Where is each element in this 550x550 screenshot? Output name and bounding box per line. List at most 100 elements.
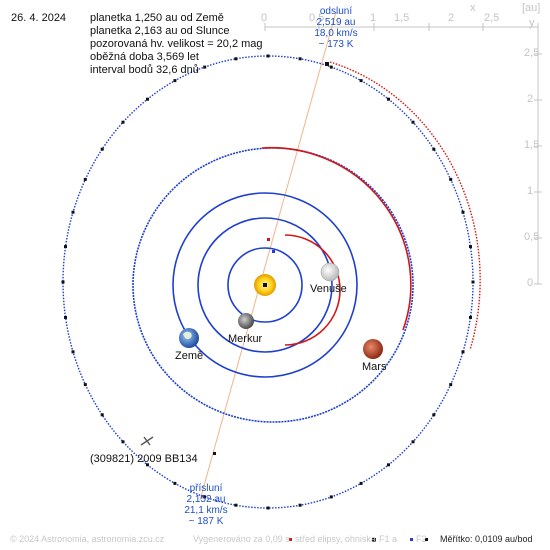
orbit-point — [100, 147, 104, 151]
orbit-point — [411, 440, 415, 444]
legend-center-label: střed elipsy, ohniska — [295, 534, 376, 544]
perihelion-distance: 2,152 au — [186, 494, 226, 505]
orbit-point — [71, 350, 75, 354]
venus-label: Venuše — [310, 283, 347, 295]
orbit-point — [64, 315, 67, 319]
asteroid-orbit-points — [61, 54, 475, 510]
aphelion-title: odsluní — [319, 6, 353, 17]
aphelion-label: odsluní 2,519 au 18,0 km/s ~ 173 K — [306, 6, 366, 50]
planet-orbits — [172, 192, 358, 378]
aphelion-temperature: ~ 173 K — [318, 39, 354, 50]
orbit-point — [298, 503, 302, 507]
y-tick-0-5: 0,5 — [524, 231, 540, 243]
info-distance-earth: planetka 1,250 au od Země — [90, 12, 224, 24]
y-axis-name: y — [529, 17, 535, 29]
orbit-point — [298, 57, 302, 61]
orbit-point — [449, 177, 453, 181]
orbit-point — [234, 57, 238, 61]
aphelion-distance: 2,519 au — [316, 17, 356, 28]
orbit-point — [329, 495, 333, 499]
x-tick-0-5: 0,5 — [309, 12, 325, 24]
asteroid-icon — [140, 436, 154, 446]
orbit-point — [146, 97, 149, 101]
unit-label: [au] — [522, 2, 541, 14]
orbit-point — [203, 65, 207, 69]
y-tick-2: 2 — [527, 93, 534, 105]
x-tick-1: 1 — [370, 12, 377, 24]
orbit-point — [432, 413, 436, 417]
aphelion-marker — [325, 62, 329, 66]
orbit-point — [83, 383, 87, 387]
orbit-point — [461, 210, 465, 214]
second-focus-marker — [272, 250, 275, 253]
orbit-point — [61, 280, 65, 284]
perihelion-speed: 21,1 km/s — [184, 505, 228, 516]
mars-orbit — [132, 146, 414, 423]
orbit-point — [234, 503, 238, 507]
x-tick-2-5: 2,5 — [484, 12, 500, 24]
orbit-point — [411, 120, 415, 124]
legend-f1-marker — [372, 538, 376, 542]
orbit-point — [471, 280, 475, 284]
info-distance-sun: planetka 2,163 au od Slunce — [90, 25, 230, 37]
scale-label: Měřítko: 0,0109 au/bod — [440, 534, 533, 544]
orbit-point — [432, 147, 436, 151]
venus-icon — [320, 262, 340, 282]
asteroid-label: (309821) 2009 BB134 — [90, 453, 198, 465]
orbit-point — [173, 481, 177, 485]
orbit-point — [203, 495, 207, 499]
orbit-point — [121, 120, 125, 124]
orbit-point — [173, 79, 177, 83]
orbit-point — [64, 245, 67, 249]
earth-orbit — [172, 192, 358, 378]
legend-center-marker — [289, 538, 292, 541]
orbit-point — [461, 350, 465, 354]
perihelion-title: přísluní — [189, 483, 223, 494]
mercury-icon — [238, 313, 254, 329]
orbit-point — [121, 440, 125, 444]
orbit-point — [359, 79, 363, 83]
apsis-line — [199, 11, 337, 501]
y-tick-0: 0 — [527, 277, 534, 289]
y-tick-1-5: 1,5 — [524, 139, 540, 151]
mercury-label: Merkur — [228, 333, 263, 345]
perihelion-label: přísluní 2,152 au 21,1 km/s ~ 187 K — [176, 483, 236, 527]
orbit-point — [146, 463, 149, 467]
orbit-point — [469, 315, 472, 319]
x-tick-2: 2 — [448, 12, 455, 24]
legend-f2-label: F2 — [416, 534, 427, 544]
x-tick-1-5: 1,5 — [394, 12, 410, 24]
axis-frame — [264, 23, 542, 285]
render-time: Vygenerováno za 0,09 s — [193, 534, 290, 544]
copyright-link[interactable]: © 2024 Astronomia, astronomia.zcu.cz — [10, 534, 165, 544]
orbit-point — [329, 65, 333, 69]
x-axis-name: x — [470, 2, 476, 14]
orbit-point — [266, 54, 270, 58]
earth-label: Země — [175, 350, 204, 362]
orbit-point — [449, 383, 453, 387]
info-magnitude: pozorovaná hv. velikost = 20,2 mag — [90, 38, 263, 50]
orbit-point — [100, 413, 104, 417]
info-interval: interval bodů 32,6 dnů — [90, 64, 199, 76]
sun-focus-marker — [263, 283, 267, 287]
legend-f1-label: F1 a — [379, 534, 398, 544]
y-tick-2-5: 2,5 — [524, 47, 540, 59]
orbit-point — [469, 245, 472, 249]
orbit-point — [387, 97, 390, 101]
perihelion-marker — [213, 452, 216, 455]
y-tick-1: 1 — [527, 185, 534, 197]
ellipse-center-marker — [267, 238, 270, 241]
perihelion-temperature: ~ 187 K — [188, 516, 224, 527]
mars-label: Mars — [362, 361, 387, 373]
date-label: 26. 4. 2024 — [11, 12, 67, 24]
orbit-point — [71, 210, 75, 214]
mercury-orbit — [227, 247, 303, 323]
earth-landmass — [183, 331, 192, 340]
orbit-point — [387, 463, 390, 467]
x-tick-0: 0 — [261, 12, 268, 24]
mars-icon — [363, 339, 383, 359]
legend-scale-marker — [425, 538, 428, 541]
aphelion-speed: 18,0 km/s — [314, 28, 358, 39]
orbit-point — [266, 506, 270, 510]
